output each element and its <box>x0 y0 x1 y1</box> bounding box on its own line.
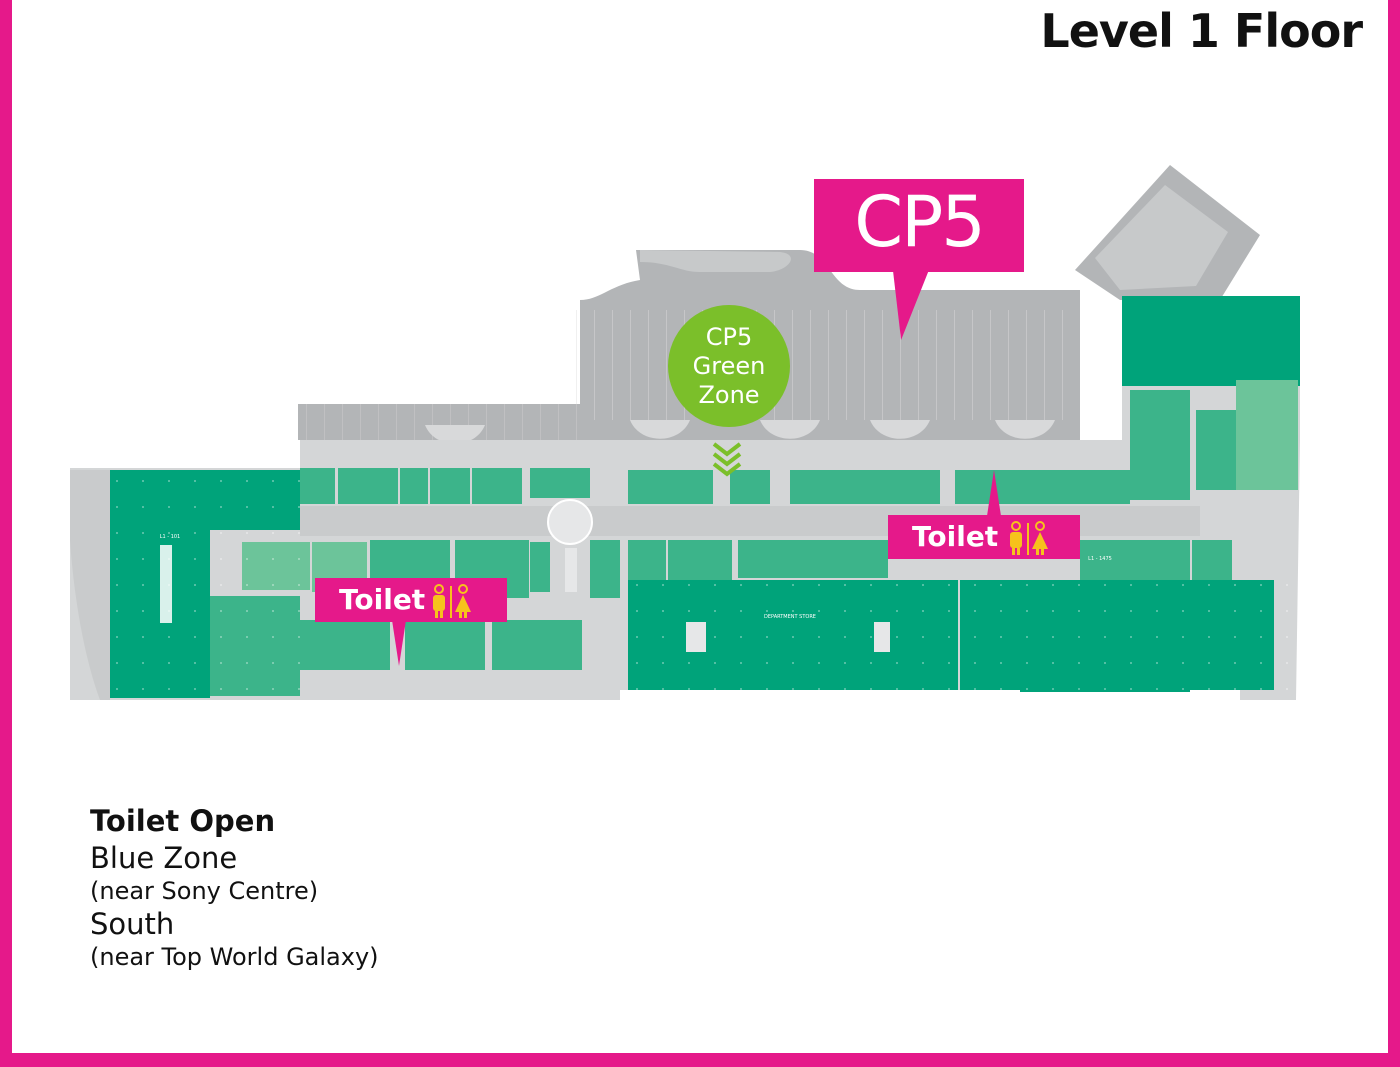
green-zone-line1: CP5 <box>705 322 753 351</box>
green-zone-marker[interactable]: CP5 Green Zone <box>668 305 790 427</box>
carpark-cp5 <box>298 165 1260 444</box>
anchor-label-department-store: DEPARTMENT STORE <box>764 614 816 620</box>
carpark-callout[interactable]: CP5 <box>814 179 1024 272</box>
toilet-callout-west[interactable]: Toilet <box>315 578 507 622</box>
restroom-icon <box>433 584 471 618</box>
legend-zone-2: South <box>90 907 175 941</box>
green-zone-line2: Green <box>692 351 766 380</box>
legend-note-2: (near Top World Galaxy) <box>90 943 379 971</box>
anchor-label-l1-101: L1 - 101 <box>160 534 181 540</box>
toilet-callout-east-label: Toilet <box>912 520 999 553</box>
toilet-callout-east[interactable]: Toilet <box>888 515 1080 559</box>
legend-heading: Toilet Open <box>90 804 276 838</box>
level-title: Level 1 Floor <box>1040 4 1363 58</box>
legend-note-1: (near Sony Centre) <box>90 877 319 905</box>
anchor-label-l1-1475: L1 - 1475 <box>1088 556 1112 562</box>
green-zone-line3: Zone <box>698 380 760 409</box>
toilet-callout-west-pointer <box>392 620 406 666</box>
carpark-callout-label: CP5 <box>854 181 986 263</box>
toilet-callout-west-label: Toilet <box>339 583 426 616</box>
toilet-callout-east-pointer <box>987 470 1001 516</box>
toilet-legend: Toilet Open Blue Zone (near Sony Centre)… <box>90 802 379 972</box>
restroom-icon <box>1010 521 1048 555</box>
legend-zone-1: Blue Zone <box>90 841 238 875</box>
